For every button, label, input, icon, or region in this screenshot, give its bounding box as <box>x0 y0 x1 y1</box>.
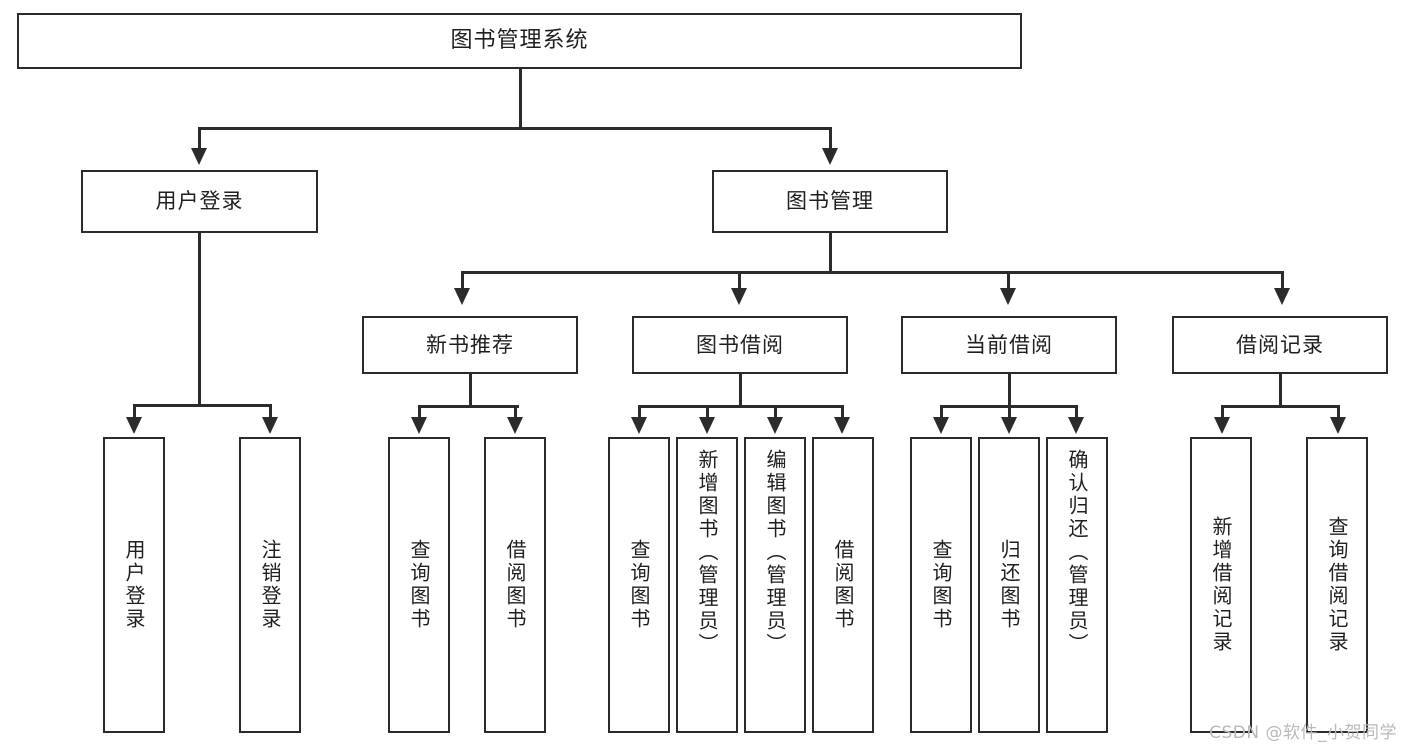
node-user-login[interactable]: 用户登录 <box>81 170 318 233</box>
node-book-management[interactable]: 图书管理 <box>712 170 948 233</box>
node-label: 新增借阅记录 <box>1209 516 1233 654</box>
arrow-to-new-book-recommend <box>454 288 470 305</box>
node-label: 查询图书 <box>627 539 651 631</box>
connector-book-borrow-drop-1 <box>638 405 641 417</box>
node-borrow-record[interactable]: 借阅记录 <box>1172 316 1388 374</box>
connector-current-borrow-drop-3 <box>1075 405 1078 417</box>
connector-user-login-drop-2 <box>269 404 272 418</box>
leaf-query-book-recommend[interactable]: 查询图书 <box>388 437 450 733</box>
leaf-query-borrow-record[interactable]: 查询借阅记录 <box>1306 437 1368 733</box>
connector-root-trunk <box>519 69 522 128</box>
arrow-to-leaf-query-book-1 <box>411 417 427 434</box>
connector-borrow-record-trunk <box>1279 374 1282 406</box>
connector-level3-bus <box>462 271 1284 274</box>
node-label: 图书管理系统 <box>450 28 589 54</box>
arrow-to-leaf-add-book <box>699 417 715 434</box>
connector-book-borrow-bus <box>639 405 843 408</box>
connector-new-book-drop-2 <box>514 405 517 417</box>
node-label: 当前借阅 <box>965 332 1053 357</box>
connector-level3-drop-1 <box>461 271 464 289</box>
connector-user-login-trunk <box>198 233 201 405</box>
connector-new-book-bus <box>419 405 519 408</box>
arrow-to-leaf-query-book-3 <box>933 417 949 434</box>
node-label: 新增图书（管理员） <box>695 449 719 656</box>
arrow-to-leaf-edit-book <box>767 417 783 434</box>
connector-user-login-bus <box>134 404 270 407</box>
node-book-borrow[interactable]: 图书借阅 <box>632 316 848 374</box>
node-label: 查询图书 <box>407 539 431 631</box>
leaf-edit-book-admin[interactable]: 编辑图书（管理员） <box>744 437 806 733</box>
leaf-confirm-return-admin[interactable]: 确认归还（管理员） <box>1046 437 1108 733</box>
connector-current-borrow-trunk <box>1008 374 1011 406</box>
arrow-to-borrow-record <box>1274 288 1290 305</box>
connector-borrow-record-bus <box>1222 405 1338 408</box>
node-label: 借阅图书 <box>503 539 527 631</box>
leaf-user-login[interactable]: 用户登录 <box>103 437 165 733</box>
connector-book-management-trunk <box>829 233 832 272</box>
arrow-to-leaf-logout <box>262 417 278 434</box>
arrow-to-current-borrow <box>1000 288 1016 305</box>
connector-user-login-drop-1 <box>133 404 136 418</box>
connector-borrow-record-drop-2 <box>1337 405 1340 417</box>
arrow-to-leaf-borrow-book-2 <box>834 417 850 434</box>
connector-new-book-trunk <box>469 374 472 406</box>
connector-borrow-record-drop-1 <box>1221 405 1224 417</box>
node-label: 新书推荐 <box>426 332 514 357</box>
connector-current-borrow-drop-2 <box>1008 405 1011 417</box>
connector-level2-bus <box>199 127 831 130</box>
leaf-borrow-book[interactable]: 借阅图书 <box>812 437 874 733</box>
node-label: 图书管理 <box>786 189 874 214</box>
node-label: 用户登录 <box>155 189 244 214</box>
arrow-to-leaf-user-login <box>126 417 142 434</box>
connector-new-book-drop-1 <box>418 405 421 417</box>
connector-level2-drop-1 <box>198 127 201 149</box>
node-label: 查询图书 <box>929 539 953 631</box>
node-label: 图书借阅 <box>696 332 784 357</box>
connector-level3-drop-2 <box>738 271 741 289</box>
leaf-return-book[interactable]: 归还图书 <box>978 437 1040 733</box>
arrow-to-leaf-return-book <box>1001 417 1017 434</box>
connector-current-borrow-drop-1 <box>940 405 943 417</box>
arrow-to-leaf-add-record <box>1214 417 1230 434</box>
node-root-book-management-system[interactable]: 图书管理系统 <box>17 13 1022 69</box>
arrow-to-leaf-query-book-2 <box>631 417 647 434</box>
node-label: 确认归还（管理员） <box>1065 449 1089 656</box>
connector-book-borrow-drop-3 <box>774 405 777 417</box>
arrow-to-leaf-borrow-book-1 <box>507 417 523 434</box>
node-label: 查询借阅记录 <box>1325 516 1349 654</box>
leaf-add-borrow-record[interactable]: 新增借阅记录 <box>1190 437 1252 733</box>
arrow-to-leaf-query-record <box>1330 417 1346 434</box>
node-label: 借阅记录 <box>1236 332 1324 357</box>
arrow-to-book-management <box>822 148 838 165</box>
arrow-to-leaf-confirm-return <box>1068 417 1084 434</box>
arrow-to-user-login <box>191 148 207 165</box>
connector-level3-drop-3 <box>1007 271 1010 289</box>
arrow-to-book-borrow <box>731 288 747 305</box>
connector-level3-drop-4 <box>1281 271 1284 289</box>
leaf-logout[interactable]: 注销登录 <box>239 437 301 733</box>
node-current-borrow[interactable]: 当前借阅 <box>901 316 1117 374</box>
leaf-query-book-current[interactable]: 查询图书 <box>910 437 972 733</box>
node-label: 用户登录 <box>122 539 146 631</box>
connector-book-borrow-trunk <box>739 374 742 406</box>
leaf-query-book-borrow[interactable]: 查询图书 <box>608 437 670 733</box>
connector-book-borrow-drop-4 <box>841 405 844 417</box>
connector-level2-drop-2 <box>829 127 832 149</box>
connector-book-borrow-drop-2 <box>706 405 709 417</box>
node-label: 借阅图书 <box>831 539 855 631</box>
node-label: 编辑图书（管理员） <box>763 449 787 656</box>
node-label: 归还图书 <box>997 539 1021 631</box>
node-label: 注销登录 <box>258 539 282 631</box>
node-new-book-recommend[interactable]: 新书推荐 <box>362 316 578 374</box>
leaf-borrow-book-recommend[interactable]: 借阅图书 <box>484 437 546 733</box>
leaf-add-book-admin[interactable]: 新增图书（管理员） <box>676 437 738 733</box>
